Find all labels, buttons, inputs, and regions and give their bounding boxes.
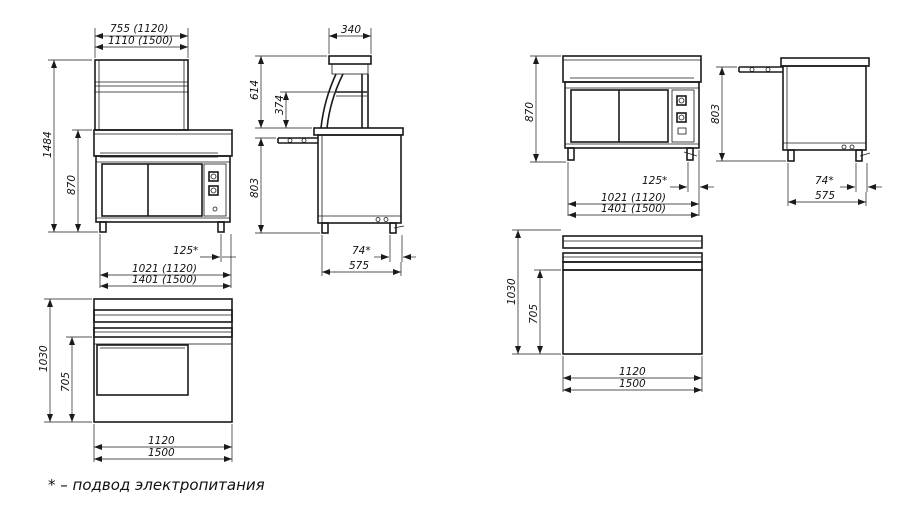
dim-bottom-width-2: 1401 (1500) xyxy=(132,274,197,286)
dim-right-bottom-width-1: 1021 (1120) xyxy=(601,192,666,204)
dim-offset-125: 125* xyxy=(173,245,198,257)
dim-top-width-1: 755 (1120) xyxy=(110,23,168,35)
dim-right-plan-1500: 1500 xyxy=(619,378,646,390)
dim-top-width-2: 1110 (1500) xyxy=(108,35,173,47)
side-view-with-shelf: 340 614 374 803 74* 575 xyxy=(249,24,416,276)
dim-plan-1120: 1120 xyxy=(148,435,175,447)
dim-shelf-depth: 340 xyxy=(341,24,361,36)
dim-bottom-width-1: 1021 (1120) xyxy=(132,263,197,275)
dim-plan-1500: 1500 xyxy=(148,447,175,459)
dim-right-offset-125: 125* xyxy=(642,175,667,187)
dim-right-plan-1030: 1030 xyxy=(506,278,518,305)
dim-right-bottom-width-2: 1401 (1500) xyxy=(601,203,666,215)
dim-offset-74: 74* xyxy=(352,245,371,257)
side-view-no-shelf: 803 74* 575 xyxy=(710,57,882,206)
dim-height-870: 870 xyxy=(66,175,78,195)
dim-h803: 803 xyxy=(249,178,261,198)
dim-right-offset-74: 74* xyxy=(815,175,834,187)
front-view-no-shelf: 870 125* 1021 (1120) 1401 (1500) xyxy=(524,55,714,218)
dim-right-h803: 803 xyxy=(710,104,722,124)
front-view-with-shelf: 755 (1120) 1110 (1500) 1484 870 125* 102… xyxy=(42,23,236,289)
dim-plan-1030: 1030 xyxy=(38,345,50,372)
dim-right-depth-575: 575 xyxy=(815,190,835,202)
dim-plan-705: 705 xyxy=(60,372,72,392)
dim-right-plan-705: 705 xyxy=(528,304,540,324)
dim-total-height: 1484 xyxy=(42,131,54,158)
dim-depth-575: 575 xyxy=(349,260,369,272)
dim-h374: 374 xyxy=(274,95,286,115)
dim-h614: 614 xyxy=(249,80,261,100)
plan-view-with-shelf: 1030 705 1120 1500 xyxy=(38,298,233,462)
footnote-power-supply: * – подвод электропитания xyxy=(48,476,265,494)
dim-right-height-870: 870 xyxy=(524,102,536,122)
plan-view-no-shelf: 1030 705 1120 1500 xyxy=(506,229,703,393)
dim-right-plan-1120: 1120 xyxy=(619,366,646,378)
